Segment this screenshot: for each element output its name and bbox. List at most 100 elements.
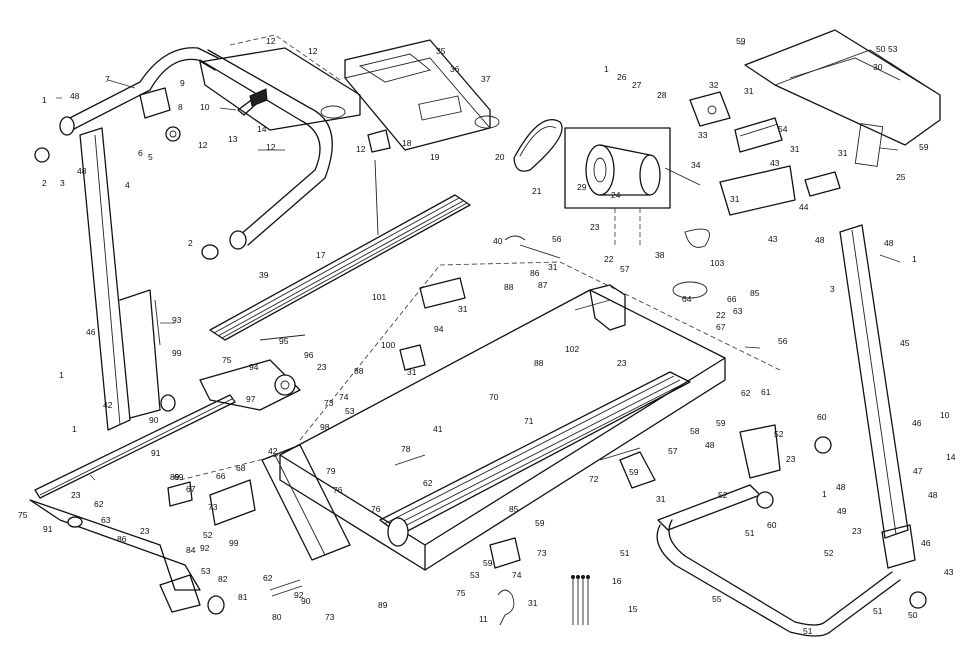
part-callout-98: 98	[320, 422, 330, 432]
part-callout-62: 62	[94, 499, 104, 509]
part-callout-5: 5	[148, 152, 153, 162]
part-callout-23: 23	[71, 490, 81, 500]
part-callout-82: 82	[218, 574, 228, 584]
part-callout-52: 52	[718, 490, 728, 500]
part-callout-13: 13	[228, 134, 238, 144]
part-callout-15: 15	[628, 604, 638, 614]
frame-and-deck	[179, 261, 781, 571]
part-callout-62: 62	[741, 388, 751, 398]
part-callout-96: 96	[304, 350, 314, 360]
part-callout-43: 43	[944, 567, 954, 577]
part-callout-74: 74	[512, 570, 522, 580]
part-callout-28: 28	[657, 90, 667, 100]
right-upright	[814, 224, 927, 609]
part-callout-31: 31	[656, 494, 666, 504]
part-callout-59: 59	[736, 36, 746, 46]
part-callout-51: 51	[745, 528, 755, 538]
part-callout-102: 102	[565, 344, 579, 354]
part-callout-80: 80	[272, 612, 282, 622]
part-callout-62: 62	[263, 573, 273, 583]
part-callout-18: 18	[402, 138, 412, 148]
part-callout-92: 92	[200, 543, 210, 553]
part-callout-52: 52	[824, 548, 834, 558]
part-callout-86: 86	[117, 534, 127, 544]
part-callout-48: 48	[836, 482, 846, 492]
part-callout-67: 67	[716, 322, 726, 332]
part-callout-9: 9	[180, 78, 185, 88]
part-callout-27: 27	[632, 80, 642, 90]
part-callout-60: 60	[767, 520, 777, 530]
part-callout-52: 52	[203, 530, 213, 540]
part-callout-56: 56	[552, 234, 562, 244]
part-callout-48: 48	[705, 440, 715, 450]
part-callout-23: 23	[786, 454, 796, 464]
part-callout-45: 45	[900, 338, 910, 348]
part-callout-59: 59	[919, 142, 929, 152]
part-callout-2: 2	[188, 238, 193, 248]
part-callout-68: 68	[236, 463, 246, 473]
part-callout-99: 99	[229, 538, 239, 548]
part-callout-3: 3	[830, 284, 835, 294]
part-callout-26: 26	[617, 72, 627, 82]
part-callout-60: 60	[817, 412, 827, 422]
part-callout-20: 20	[495, 152, 505, 162]
part-callout-12: 12	[266, 36, 276, 46]
part-callout-31: 31	[838, 148, 848, 158]
part-callout-22: 22	[716, 310, 726, 320]
part-callout-95: 95	[279, 336, 289, 346]
part-callout-100: 100	[381, 340, 395, 350]
part-callout-73: 73	[537, 548, 547, 558]
part-callout-42: 42	[268, 446, 278, 456]
part-callout-90: 90	[149, 415, 159, 425]
part-callout-37: 37	[481, 74, 491, 84]
part-callout-53: 53	[888, 44, 898, 54]
part-callout-89: 89	[170, 472, 180, 482]
part-callout-73: 73	[208, 502, 218, 512]
part-callout-8: 8	[178, 102, 183, 112]
part-callout-12: 12	[266, 142, 276, 152]
part-callout-66: 66	[727, 294, 737, 304]
part-callout-61: 61	[761, 387, 771, 397]
part-callout-48: 48	[70, 91, 80, 101]
part-callout-101: 101	[372, 292, 386, 302]
part-callout-29: 29	[577, 182, 587, 192]
part-callout-73: 73	[325, 612, 335, 622]
part-callout-30: 30	[873, 62, 883, 72]
part-callout-23: 23	[852, 526, 862, 536]
part-callout-35: 35	[436, 46, 446, 56]
part-callout-97: 97	[246, 394, 256, 404]
part-callout-89: 89	[378, 600, 388, 610]
console	[344, 39, 500, 151]
part-callout-44: 44	[799, 202, 809, 212]
part-callout-53: 53	[201, 566, 211, 576]
part-callout-39: 39	[259, 270, 269, 280]
part-callout-1: 1	[59, 370, 64, 380]
part-callout-88: 88	[354, 366, 364, 376]
part-callout-79: 79	[326, 466, 336, 476]
part-callout-59: 59	[716, 418, 726, 428]
part-callout-81: 81	[238, 592, 248, 602]
part-callout-93: 93	[172, 315, 182, 325]
part-callout-66: 66	[216, 471, 226, 481]
part-callout-43: 43	[770, 158, 780, 168]
part-callout-94: 94	[434, 324, 444, 334]
part-callout-50: 50	[876, 44, 886, 54]
part-callout-33: 33	[698, 130, 708, 140]
part-callout-36: 36	[450, 64, 460, 74]
small-hardware	[167, 129, 641, 626]
part-callout-99: 99	[172, 348, 182, 358]
part-callout-59: 59	[535, 518, 545, 528]
part-callout-31: 31	[528, 598, 538, 608]
right-base-frame	[619, 424, 901, 637]
part-callout-41: 41	[433, 424, 443, 434]
part-callout-54: 54	[778, 124, 788, 134]
part-callout-48: 48	[815, 235, 825, 245]
part-callout-75: 75	[222, 355, 232, 365]
part-callout-46: 46	[921, 538, 931, 548]
part-callout-88: 88	[504, 282, 514, 292]
part-callout-53: 53	[345, 406, 355, 416]
part-callout-58: 58	[690, 426, 700, 436]
part-callout-7: 7	[105, 74, 110, 84]
